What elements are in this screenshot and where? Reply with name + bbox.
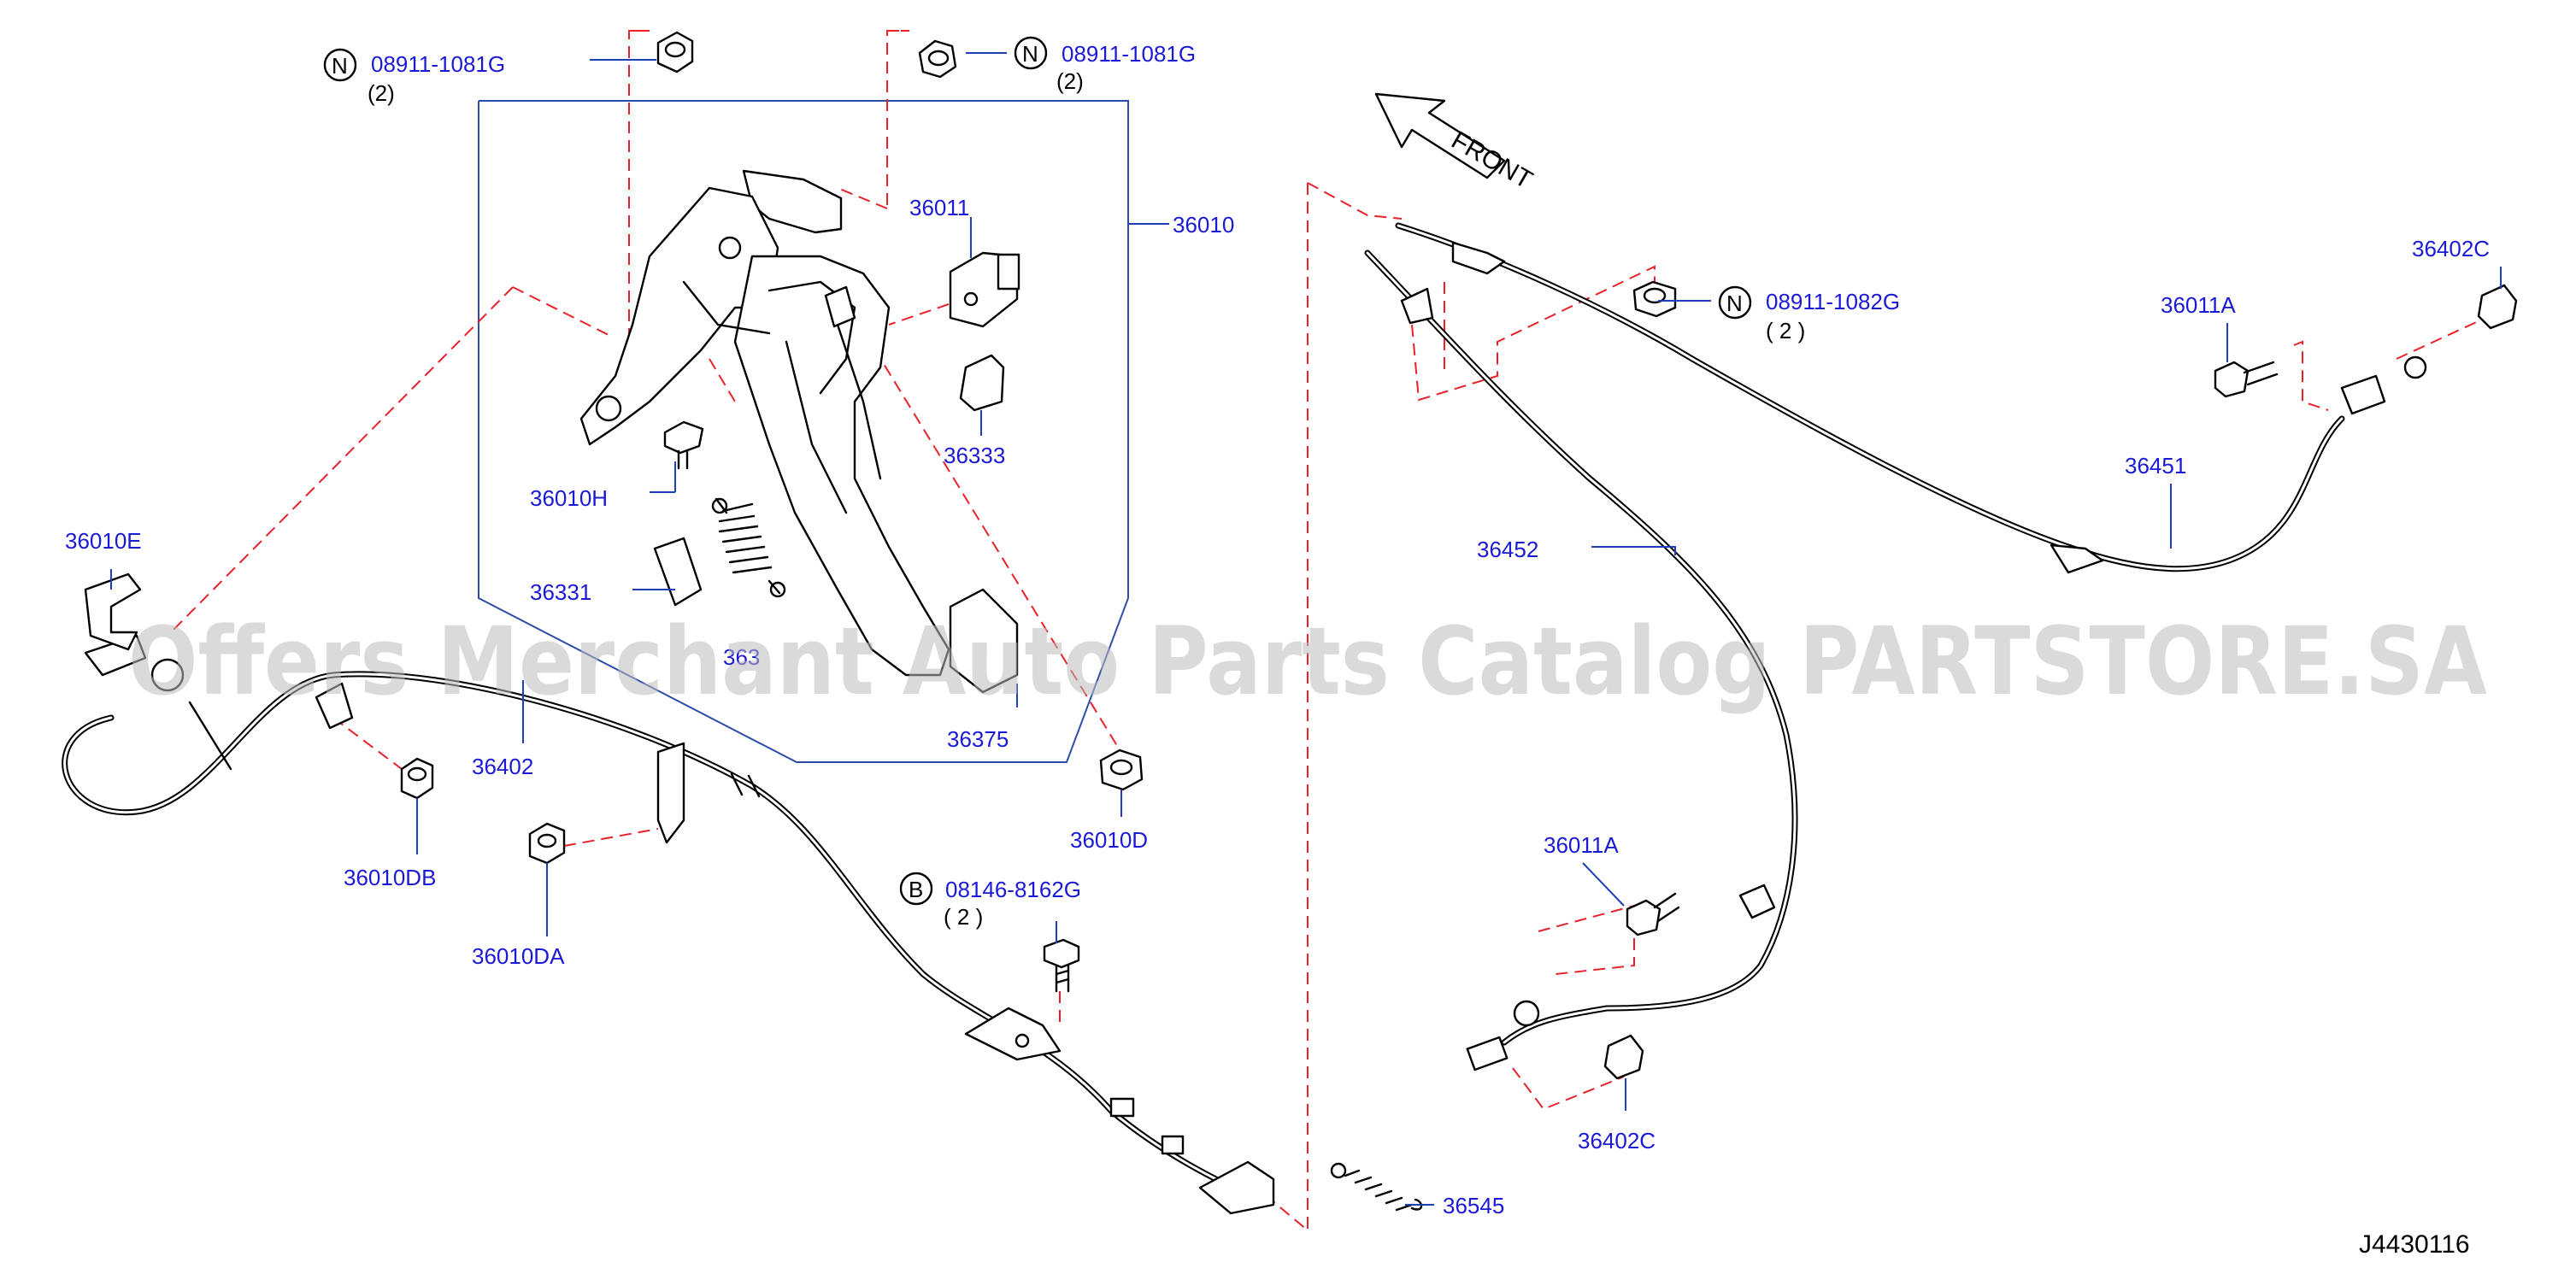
pedal-assembly-illustration	[579, 169, 1019, 694]
front-cable-36402	[62, 634, 1275, 1215]
callout-n-nut-right: N 08911-1081G (2)	[1014, 36, 1196, 94]
return-spring	[711, 497, 786, 598]
label-36452: 36452	[1477, 537, 1538, 562]
label-36375: 36375	[947, 726, 1009, 752]
pin-36010H	[663, 420, 704, 470]
label-36010DA: 36010DA	[472, 943, 565, 969]
part-08911-1082G: 08911-1082G	[1766, 289, 1900, 314]
label-36010DB: 36010DB	[344, 865, 436, 890]
nut-36010DA	[528, 822, 566, 865]
clip-36010E	[84, 572, 142, 651]
qty-rear: ( 2 )	[1766, 318, 1805, 343]
label-36343: 363	[723, 644, 760, 670]
label-36010E: 36010E	[65, 528, 142, 554]
callout-b-bolt: B 08146-8162G ( 2 )	[899, 872, 1081, 930]
label-36333: 36333	[944, 443, 1005, 468]
label-36402: 36402	[472, 754, 533, 779]
bolt-36011A-top	[2214, 361, 2279, 398]
label-36545: 36545	[1443, 1193, 1504, 1218]
n-marker-left: N	[332, 53, 348, 79]
label-36402C-top: 36402C	[2412, 236, 2490, 261]
label-36011: 36011	[909, 195, 969, 220]
label-36010H: 36010H	[530, 485, 608, 511]
qty-bolt: ( 2 )	[944, 904, 983, 930]
rear-cable-36451	[1395, 222, 2427, 574]
label-36011A-bottom: 36011A	[1544, 832, 1619, 858]
bolt-36011A-bottom	[1626, 892, 1680, 936]
diagram-code: J4430116	[2359, 1230, 2470, 1259]
spring-36545	[1330, 1162, 1423, 1212]
leader-lines	[110, 52, 2502, 1206]
label-36402C-bottom: 36402C	[1578, 1128, 1656, 1154]
nut-36010DB	[400, 757, 434, 800]
stopper-36333	[959, 354, 1005, 412]
assembly-outline	[478, 100, 1129, 763]
label-36451: 36451	[2125, 453, 2186, 478]
bushing-36331	[653, 537, 703, 607]
alignment-dashes	[170, 30, 2483, 1233]
watermark: Offers Merchant Auto Parts Catalog PARTS…	[128, 607, 2487, 716]
nut-36010D	[1099, 748, 1144, 791]
nut-rear-08911-1082G	[1632, 280, 1677, 318]
callout-n-nut-left: N 08911-1081G (2)	[323, 48, 505, 106]
nut-top-right	[918, 39, 957, 79]
cap-36402C-top	[2477, 284, 2518, 330]
nut-top-left	[656, 31, 694, 73]
part-08146-8162G: 08146-8162G	[945, 877, 1081, 902]
bolt-08146-8162G	[1043, 938, 1080, 993]
part-08911-1081G-right: 08911-1081G	[1062, 41, 1196, 67]
label-36010D: 36010D	[1070, 827, 1148, 853]
part-08911-1081G-left: 08911-1081G	[371, 51, 505, 77]
cap-36402C-bottom	[1603, 1034, 1644, 1080]
b-marker: B	[909, 877, 923, 902]
part-labels: 36010 36011 36333 36010H 36331 363 36375…	[65, 195, 2490, 1218]
callout-n-nut-rear: N 08911-1082G ( 2 )	[1718, 285, 1900, 343]
qty-right: (2)	[1056, 68, 1084, 94]
front-direction-arrow: FRONT	[1374, 92, 1537, 195]
qty-left: (2)	[368, 80, 395, 106]
label-36331: 36331	[530, 579, 591, 605]
label-36011A-top: 36011A	[2161, 292, 2236, 318]
n-marker-rear: N	[1726, 291, 1743, 316]
n-marker-right: N	[1022, 41, 1038, 67]
label-36010: 36010	[1173, 212, 1234, 238]
brake-switch-36011	[949, 251, 1020, 328]
rear-cable-36452	[1364, 249, 1798, 1071]
